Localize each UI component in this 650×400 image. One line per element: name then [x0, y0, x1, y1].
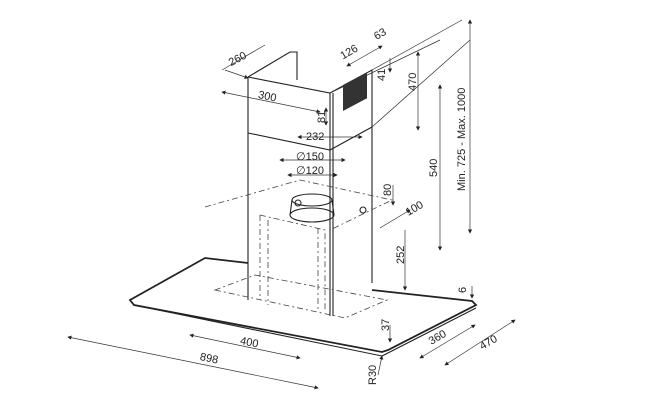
dim-470-height: 470	[407, 73, 419, 91]
motor-body	[204, 179, 394, 319]
dim-232: 232	[306, 131, 324, 143]
vent-grille	[343, 72, 367, 111]
dim-diameter-150: ∅150	[296, 151, 324, 163]
dim-81: 81	[316, 111, 328, 123]
dim-400: 400	[239, 335, 259, 351]
dim-252: 252	[395, 246, 407, 264]
dim-41: 41	[376, 69, 388, 81]
dim-6: 6	[457, 287, 469, 293]
dimension-labels: 260 300 126 63 41 81 470 232 ∅150 ∅120 5…	[199, 26, 500, 385]
dim-126: 126	[338, 43, 360, 63]
dim-r30: R30	[367, 365, 379, 385]
dimension-lines	[67, 19, 516, 390]
dim-37: 37	[380, 319, 392, 331]
dim-300: 300	[257, 89, 277, 105]
dim-total-height: Min. 725 - Max. 1000	[456, 88, 468, 191]
dim-260: 260	[227, 50, 249, 69]
dim-540: 540	[428, 159, 440, 177]
dim-diameter-120: ∅120	[296, 165, 324, 177]
dim-80: 80	[382, 184, 394, 196]
dim-898: 898	[199, 351, 219, 367]
dim-63: 63	[372, 26, 389, 43]
glass-canopy	[128, 257, 478, 357]
dim-100: 100	[404, 199, 426, 219]
dim-470-depth: 470	[478, 333, 500, 353]
